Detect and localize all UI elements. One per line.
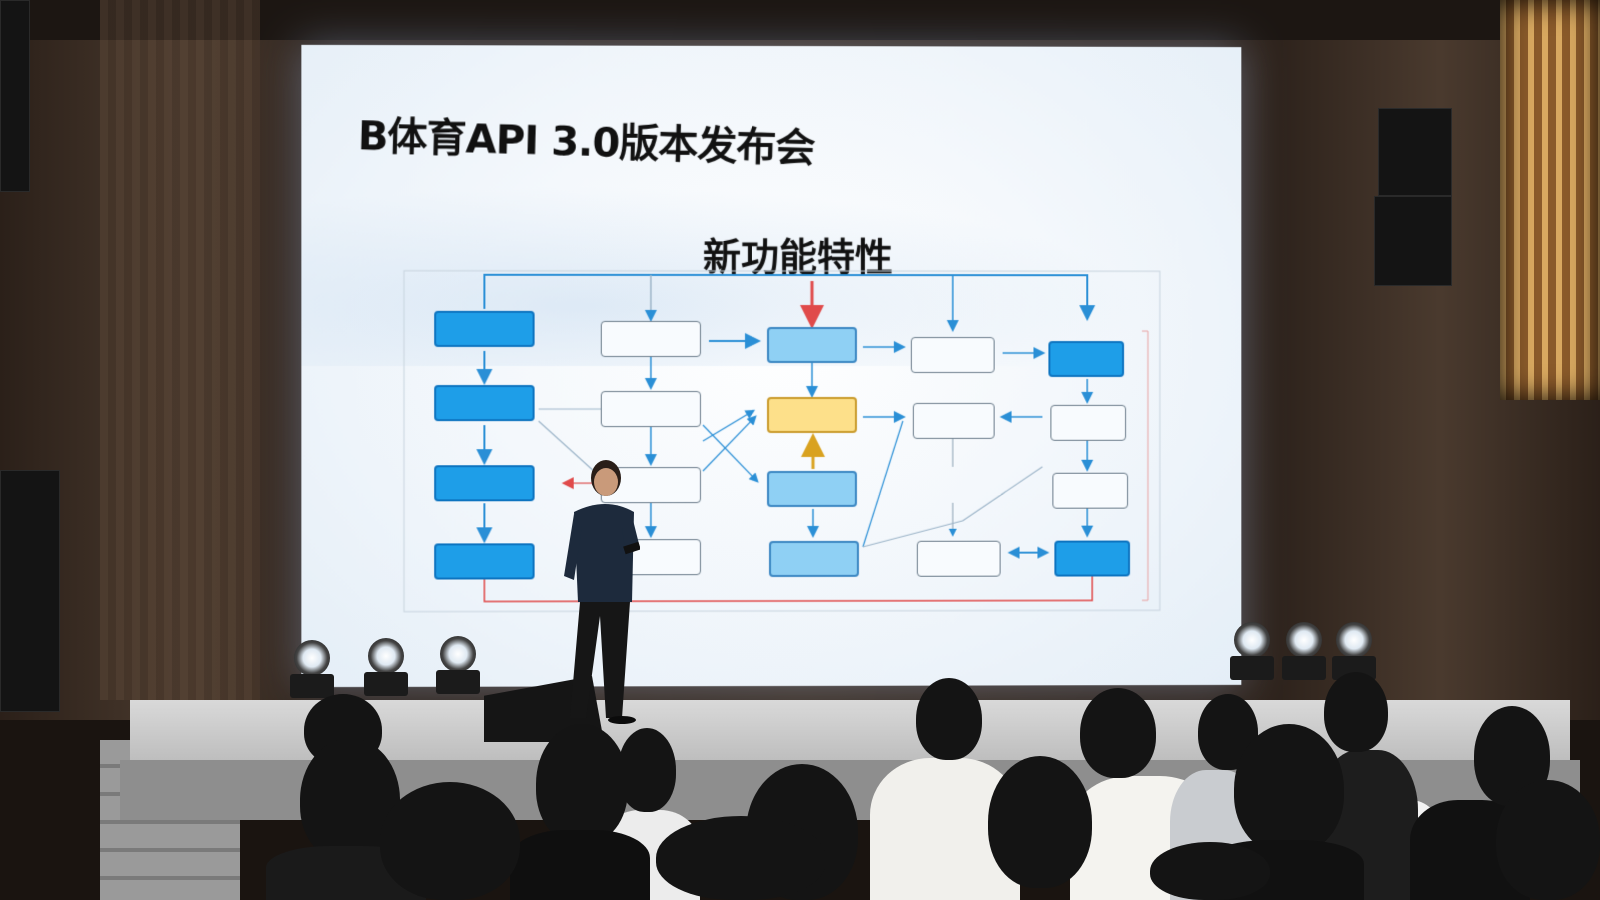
stage-light xyxy=(364,638,408,698)
diagram-node xyxy=(916,540,1001,577)
attendee-head xyxy=(536,724,628,844)
slide-title: B体育API 3.0版本发布会 xyxy=(357,113,815,173)
diagram-node xyxy=(600,320,701,357)
speaker-stack-left xyxy=(0,470,60,712)
attendee-head xyxy=(988,756,1092,888)
diagram-node xyxy=(434,465,535,502)
diagram-node xyxy=(434,385,535,422)
diagram-node xyxy=(434,543,535,580)
diagram-node xyxy=(912,402,995,439)
diagram-node xyxy=(1050,404,1127,441)
stage-light xyxy=(1282,622,1326,682)
diagram-node-highlighted xyxy=(767,396,857,434)
feature-flow-diagram xyxy=(402,271,1162,617)
diagram-node xyxy=(1052,472,1129,509)
audience xyxy=(0,670,1600,900)
diagram-node xyxy=(910,337,995,373)
diagram-node xyxy=(767,326,857,364)
stage-light xyxy=(290,640,334,700)
attendee-head xyxy=(380,782,520,900)
attendee-head xyxy=(618,728,676,812)
diagram-node xyxy=(1048,341,1125,377)
stage-light xyxy=(1230,622,1274,682)
attendee-head xyxy=(1496,780,1600,900)
ceiling xyxy=(0,0,1600,40)
attendee-head xyxy=(1150,842,1270,900)
diagram-node xyxy=(769,540,859,578)
presenter xyxy=(564,460,640,724)
diagram-node-label xyxy=(919,475,1009,511)
lit-wall-panel-right xyxy=(1500,0,1600,400)
hanging-speaker-right-lower xyxy=(1374,196,1452,286)
hanging-speaker-right-upper xyxy=(1378,108,1452,196)
attendee-head xyxy=(656,816,826,900)
attendee-head xyxy=(1234,724,1344,854)
diagram-node xyxy=(767,470,857,508)
attendee-head xyxy=(1324,672,1388,752)
projection-screen: B体育API 3.0版本发布会 新功能特性 xyxy=(301,45,1241,687)
diagram-connectors xyxy=(402,271,1162,617)
diagram-node xyxy=(600,391,701,428)
attendee-shirt xyxy=(510,830,650,900)
diagram-node xyxy=(1054,540,1131,577)
wood-wall-panel-left xyxy=(100,0,260,700)
hanging-speaker-left xyxy=(0,0,30,192)
stage-light xyxy=(436,636,480,696)
diagram-node xyxy=(434,310,535,347)
attendee-head xyxy=(916,678,982,760)
attendee-head xyxy=(1080,688,1156,778)
